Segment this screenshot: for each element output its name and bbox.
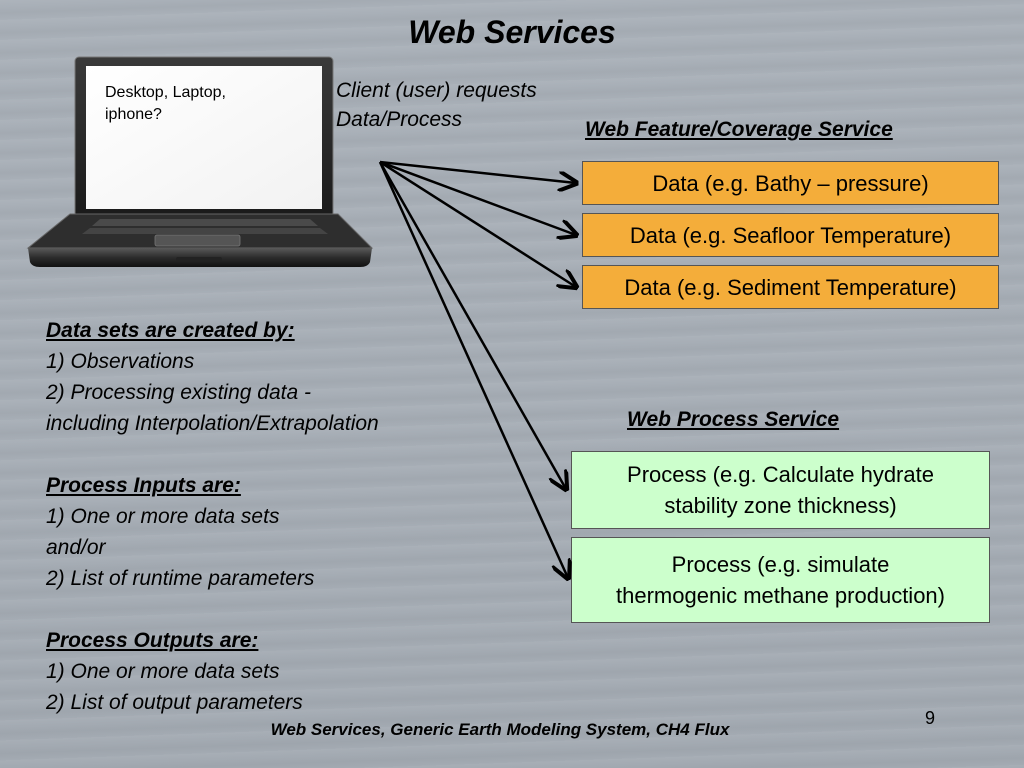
data-box-bathy: Data (e.g. Bathy – pressure) [582, 161, 999, 205]
process-hydrate-line-2: stability zone thickness) [664, 493, 897, 518]
created-item: 1) Observations [46, 350, 195, 373]
client-line-1: Client (user) requests [336, 79, 537, 102]
outputs-item: 1) One or more data sets [46, 660, 280, 683]
process-box-hydrate: Process (e.g. Calculate hydrate stabilit… [571, 451, 990, 529]
slide-footer: Web Services, Generic Earth Modeling Sys… [270, 720, 730, 739]
wfcs-heading: Web Feature/Coverage Service [585, 118, 893, 141]
outputs-item: 2) List of output parameters [46, 691, 303, 714]
notes-block: Data sets are created by: 1) Observation… [46, 315, 466, 718]
process-box-methane: Process (e.g. simulate thermogenic metha… [571, 537, 990, 623]
process-hydrate-line-1: Process (e.g. Calculate hydrate [627, 462, 934, 487]
data-box-seafloor-temperature: Data (e.g. Seafloor Temperature) [582, 213, 999, 257]
created-heading: Data sets are created by: [46, 319, 295, 342]
arrow-to-sediment [379, 160, 576, 287]
inputs-item: 1) One or more data sets [46, 505, 280, 528]
inputs-heading: Process Inputs are: [46, 474, 241, 497]
created-item: including Interpolation/Extrapolation [46, 412, 379, 435]
inputs-item: and/or [46, 536, 106, 559]
laptop-screen-text: Desktop, Laptop, iphone? [105, 84, 226, 123]
process-methane-line-2: thermogenic methane production) [616, 583, 945, 608]
arrow-to-seafloor [379, 160, 576, 235]
laptop-icon [26, 56, 374, 267]
client-request-text: Client (user) requests Data/Process [336, 76, 537, 134]
slide-title: Web Services [408, 14, 616, 50]
created-item: 2) Processing existing data - [46, 381, 311, 404]
client-line-2: Data/Process [336, 108, 463, 131]
arrow-to-bathy [379, 160, 576, 183]
outputs-heading: Process Outputs are: [46, 629, 259, 652]
process-methane-line-1: Process (e.g. simulate [671, 552, 890, 577]
data-box-sediment-temperature: Data (e.g. Sediment Temperature) [582, 265, 999, 309]
inputs-item: 2) List of runtime parameters [46, 567, 315, 590]
wps-heading: Web Process Service [627, 408, 840, 431]
page-number: 9 [925, 708, 936, 728]
